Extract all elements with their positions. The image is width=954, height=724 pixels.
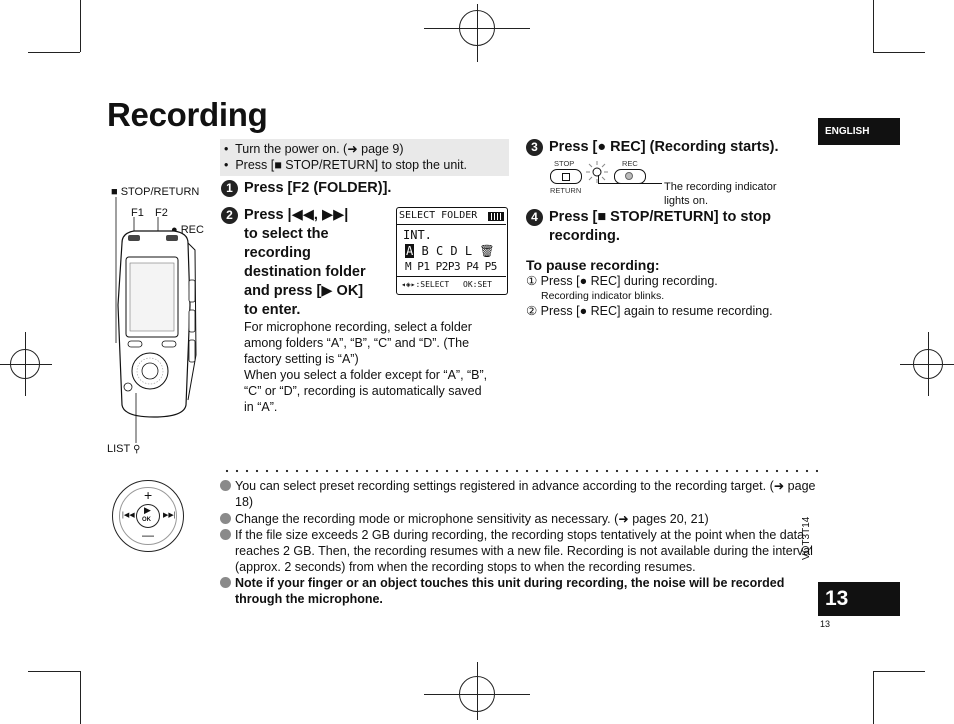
fast-forward-icon: ▶▶| bbox=[163, 512, 176, 519]
step-number-3: 3 bbox=[526, 139, 543, 156]
ok-label: OK bbox=[142, 517, 151, 523]
indicator-note: The recording indicator lights on. bbox=[664, 181, 777, 207]
plus-icon: + bbox=[144, 487, 153, 503]
page-number-tab: 13 bbox=[818, 582, 900, 616]
lcd-title: SELECT FOLDER bbox=[399, 210, 478, 221]
page-title: Recording bbox=[107, 96, 268, 133]
stop-label: STOP bbox=[554, 159, 575, 168]
label-f1: F1 bbox=[131, 207, 144, 219]
minus-icon: — bbox=[142, 528, 154, 542]
magnifier-icon: ⚲ bbox=[133, 444, 141, 455]
step-number-2: 2 bbox=[221, 207, 238, 224]
language-tab: ENGLISH bbox=[818, 118, 900, 145]
stop-button-icon bbox=[550, 169, 582, 184]
lcd-footer-left: ◂◈▸:SELECT bbox=[401, 280, 450, 289]
note-item: Note if your finger or an object touches… bbox=[220, 575, 818, 607]
rewind-icon: |◀◀ bbox=[122, 512, 135, 519]
bullet-icon bbox=[220, 529, 231, 540]
step1-heading: Press [F2 (FOLDER)]. bbox=[244, 180, 392, 196]
lcd-folder-row2: M P1 P2P3 P4 P5 bbox=[405, 260, 497, 273]
play-icon: ▶ bbox=[144, 505, 151, 515]
battery-icon bbox=[488, 212, 504, 221]
note-item: You can select preset recording settings… bbox=[220, 478, 818, 510]
dotted-divider bbox=[222, 469, 818, 473]
step-number-1: 1 bbox=[221, 180, 238, 197]
step2-heading: Press |◀◀, ▶▶| to select the recording d… bbox=[244, 207, 366, 318]
label-stop-return: ■ STOP/RETURN bbox=[111, 186, 200, 198]
step3-heading: Press [● REC] (Recording starts). bbox=[549, 139, 779, 155]
recorder-device-icon bbox=[115, 197, 197, 443]
lcd-folder-screen: SELECT FOLDER INT. A B C D L 🗑 M P1 P2P3… bbox=[396, 207, 508, 295]
lcd-folder-row1: A B C D L 🗑 bbox=[405, 244, 495, 258]
step2-body: For microphone recording, select a folde… bbox=[244, 320, 488, 414]
pause-heading: To pause recording: bbox=[526, 257, 660, 273]
step4-heading: Press [■ STOP/RETURN] to stop recording. bbox=[549, 209, 771, 244]
pause-list: ① Press [● REC] during recording. Record… bbox=[526, 274, 773, 318]
bullet-icon bbox=[220, 513, 231, 524]
rec-label: REC bbox=[622, 159, 638, 168]
lcd-mode: INT. bbox=[403, 228, 432, 242]
return-label: RETURN bbox=[550, 186, 582, 195]
rec-button-icon bbox=[614, 169, 646, 184]
note-item: Change the recording mode or microphone … bbox=[220, 511, 818, 527]
label-f2: F2 bbox=[155, 207, 168, 219]
prep-box: • Turn the power on. (➜ page 9) • Press … bbox=[220, 139, 509, 176]
page-number-small: 13 bbox=[820, 619, 831, 629]
bullet-icon bbox=[220, 480, 231, 491]
prep-item: • Turn the power on. (➜ page 9) bbox=[224, 142, 404, 156]
bullet-icon bbox=[220, 577, 231, 588]
prep-item: • Press [■ STOP/RETURN] to stop the unit… bbox=[224, 158, 468, 172]
lcd-footer-right: OK:SET bbox=[463, 280, 492, 289]
recording-indicator-icon bbox=[586, 161, 608, 183]
step-number-4: 4 bbox=[526, 209, 543, 226]
lcd-folder-selected: A bbox=[405, 244, 415, 258]
trash-icon: 🗑 bbox=[479, 244, 495, 258]
note-item: If the file size exceeds 2 GB during rec… bbox=[220, 527, 818, 575]
label-list: LIST ⚲ bbox=[107, 443, 141, 455]
